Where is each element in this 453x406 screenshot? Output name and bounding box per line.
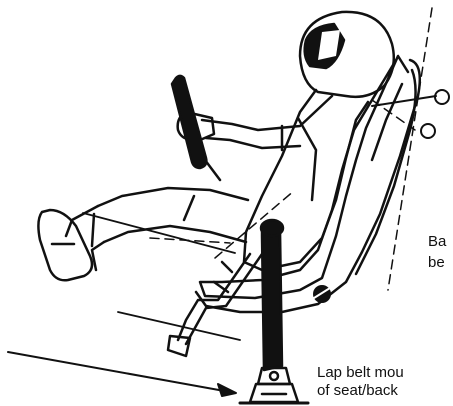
arrow-icon: [8, 352, 236, 396]
seat-icon: [196, 56, 420, 312]
back-belt-label-line2: be: [428, 254, 445, 271]
lap-belt-label-line2: of seat/back: [317, 382, 398, 399]
driver-figure: [38, 12, 393, 280]
belt-anchor-icon: [240, 368, 308, 403]
lap-belt-label-line1: Lap belt mou: [317, 364, 404, 381]
leg-reference-lines: [83, 213, 240, 340]
helmet-icon: [300, 12, 394, 97]
back-belt-label-line1: Ba: [428, 233, 446, 250]
